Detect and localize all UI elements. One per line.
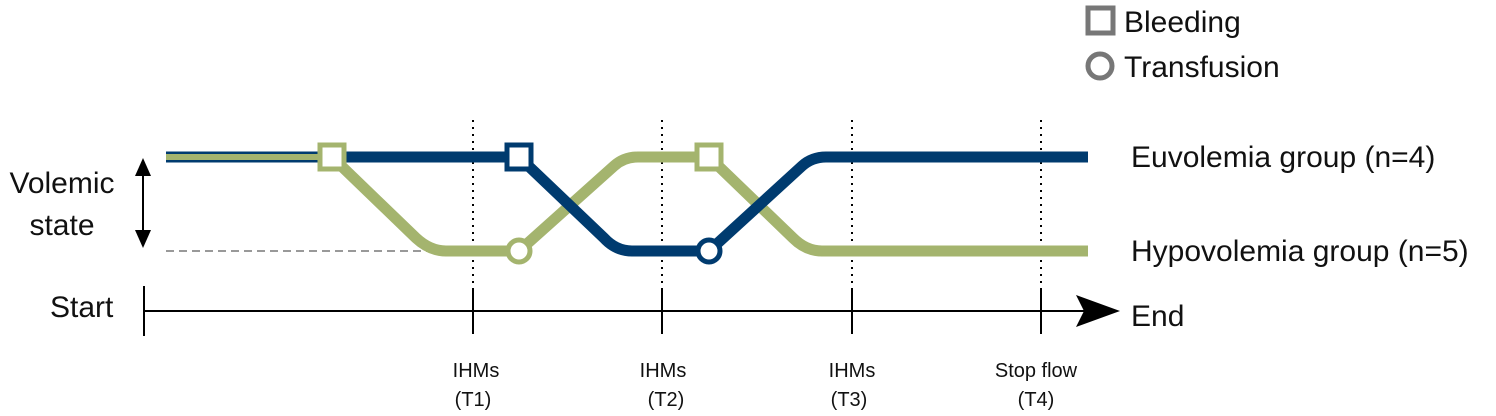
euvolemia-transfusion-circle-icon <box>695 237 723 265</box>
hypovolemia-group-path <box>166 151 1088 257</box>
legend-transfusion-label: Transfusion <box>1124 51 1280 84</box>
timepoint-labels: IHMs (T1) IHMs (T2) IHMs (T3) Stop flow … <box>453 360 1078 411</box>
timepoint-label-t2-line2: (T2) <box>648 389 685 411</box>
legend-bleeding-square-icon <box>1085 5 1116 36</box>
time-axis <box>143 286 1120 336</box>
euvolemia-group-path <box>166 151 1088 257</box>
time-axis-arrowhead-icon <box>1076 295 1120 327</box>
timepoint-label-t3-line2: (T3) <box>831 389 868 411</box>
hypovolemia-group-label: Hypovolemia group (n=5) <box>1131 235 1469 268</box>
timepoint-label-t4-line1: Stop flow <box>995 360 1078 382</box>
start-label: Start <box>50 291 114 324</box>
legend-bleeding-label: Bleeding <box>1124 6 1241 39</box>
legend-transfusion-circle-icon <box>1085 51 1115 81</box>
timepoint-label-t2-line1: IHMs <box>640 360 687 382</box>
timepoint-guides <box>472 120 1042 290</box>
y-axis-label-line1: Volemic <box>9 167 114 200</box>
hypovolemia-bleeding-square-icon <box>317 142 347 172</box>
legend: Bleeding Transfusion <box>1085 5 1280 84</box>
timepoint-label-t1-line2: (T1) <box>455 389 492 411</box>
timepoint-label-t1-line1: IHMs <box>453 360 500 382</box>
euvolemia-group-label: Euvolemia group (n=4) <box>1131 141 1435 174</box>
hypovolemia-second-bleeding-square-icon <box>694 142 724 172</box>
euvolemia-bleeding-square-icon <box>504 142 534 172</box>
y-axis-label-line2: state <box>29 209 94 242</box>
hypovolemia-transfusion-circle-icon <box>505 237 533 265</box>
volemic-range-double-arrow-icon <box>135 158 151 248</box>
end-label: End <box>1131 300 1184 333</box>
event-markers <box>317 142 724 265</box>
timepoint-label-t4-line2: (T4) <box>1018 389 1055 411</box>
timepoint-label-t3-line1: IHMs <box>829 360 876 382</box>
